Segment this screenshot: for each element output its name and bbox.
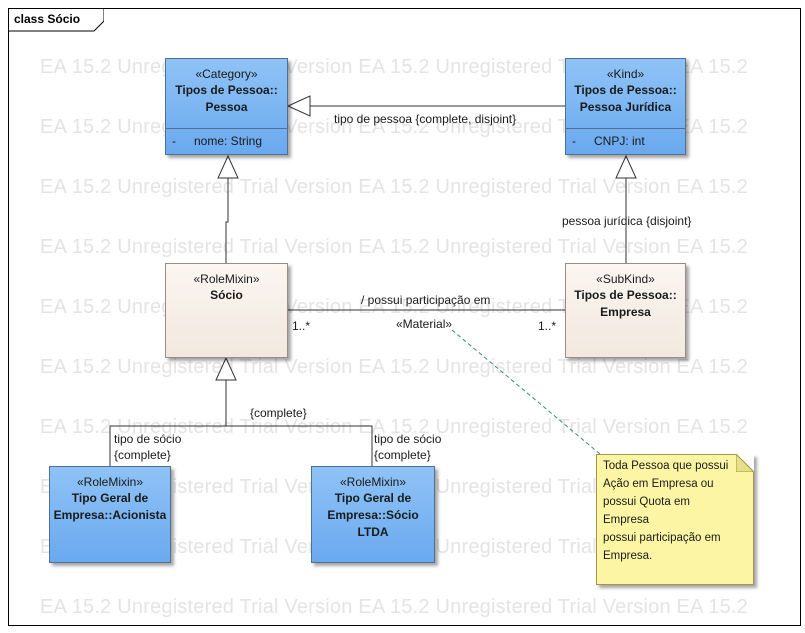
association-name: / possui participação em — [361, 293, 491, 307]
attribute-compartment: - CNPJ: int — [566, 128, 685, 154]
class-stereotype: «SubKind» — [596, 272, 655, 286]
class-socio-ltda[interactable]: «RoleMixin» Tipo Geral de Empresa::Sócio… — [311, 466, 435, 563]
attribute-visibility: - — [172, 134, 176, 148]
generalization-line — [225, 178, 229, 263]
attribute-visibility: - — [572, 134, 576, 148]
class-acionista[interactable]: «RoleMixin» Tipo Geral de Empresa::Acion… — [49, 466, 171, 563]
class-stereotype: «RoleMixin» — [193, 272, 260, 286]
class-name: Tipos de Pessoa:: — [574, 288, 677, 302]
attribute: CNPJ: int — [594, 134, 645, 148]
generalization-set-label: {complete} — [114, 448, 171, 462]
class-name: Empresa::Acionista — [53, 508, 167, 522]
class-pessoa-juridica[interactable]: «Kind» Tipos de Pessoa:: Pessoa Jurídica… — [565, 58, 686, 155]
note-line: Toda Pessoa que possui — [603, 460, 729, 472]
class-name: Tipos de Pessoa:: — [175, 83, 278, 97]
class-name: Empresa — [600, 305, 651, 319]
class-pessoa[interactable]: «Category» Tipos de Pessoa:: Pessoa - nom… — [165, 58, 288, 155]
class-stereotype: «RoleMixin» — [76, 475, 144, 489]
class-name: Tipos de Pessoa:: — [574, 83, 677, 97]
generalization-set-label: {complete} — [374, 448, 431, 462]
generalization-arrowhead — [615, 154, 637, 179]
association-stereotype: «Material» — [396, 317, 453, 331]
class-stereotype: «Kind» — [606, 67, 645, 81]
class-name: Tipo Geral de — [334, 491, 412, 505]
generalization-set-label: tipo de sócio — [374, 432, 442, 446]
class-socio[interactable]: «RoleMixin» Sócio — [165, 263, 288, 358]
note-line: Empresa. — [603, 550, 653, 562]
generalization-set-label: pessoa jurídica {disjoint} — [562, 214, 692, 228]
generalization-arrowhead — [215, 356, 237, 381]
attribute-compartment: - nome: String — [166, 128, 287, 154]
class-name: Pessoa — [205, 100, 248, 114]
frame-label: class Sócio — [14, 12, 81, 26]
note-line: possui participação em — [603, 532, 721, 544]
attribute: nome: String — [194, 134, 263, 148]
note-line: Ação em Empresa ou — [603, 478, 714, 490]
multiplicity-left: 1..* — [292, 319, 311, 333]
class-name: Empresa::Sócio — [327, 508, 419, 522]
note-line: possui Quota em Empresa — [603, 496, 690, 526]
generalization-arrowhead — [286, 95, 311, 117]
note-fold — [736, 454, 754, 472]
class-name: Sócio — [210, 288, 243, 302]
generalization-arrowhead — [217, 154, 239, 179]
note[interactable]: Toda Pessoa que possui Ação em Empresa o… — [596, 454, 754, 585]
generalization-set-label: tipo de pessoa {complete, disjoint} — [334, 112, 517, 126]
class-name: LTDA — [357, 525, 389, 539]
class-empresa[interactable]: «SubKind» Tipos de Pessoa:: Empresa — [565, 263, 686, 358]
generalization-line — [109, 425, 373, 466]
class-name: Pessoa Jurídica — [579, 100, 672, 114]
generalization-set-label: {complete} — [250, 406, 307, 420]
generalization-set-label: tipo de sócio — [114, 432, 182, 446]
class-name: Tipo Geral de — [71, 491, 149, 505]
class-stereotype: «Category» — [195, 67, 258, 81]
class-stereotype: «RoleMixin» — [339, 475, 407, 489]
multiplicity-right: 1..* — [538, 319, 557, 333]
